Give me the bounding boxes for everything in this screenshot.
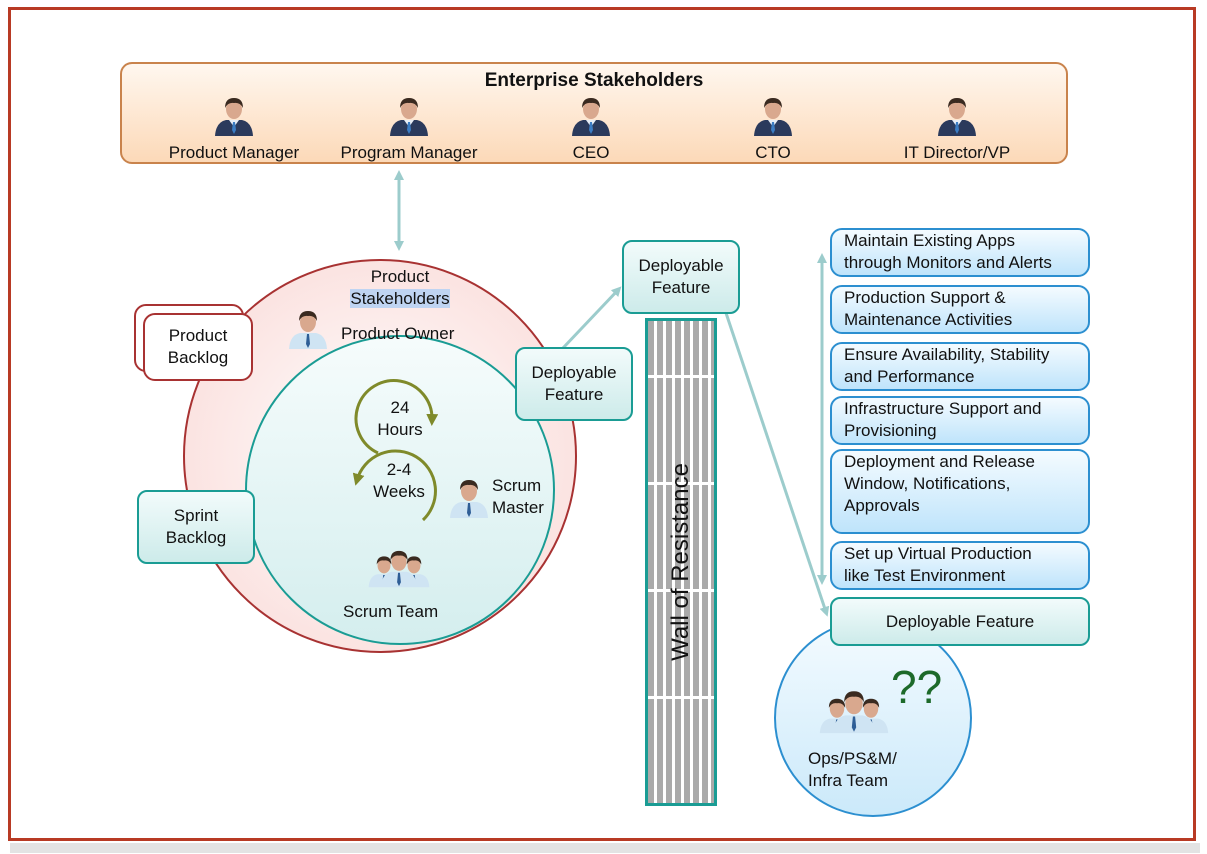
- deployable-feature-ops-label: Deployable Feature: [885, 611, 1035, 631]
- product-backlog-line1: Product: [168, 326, 228, 345]
- scrum-master-label: Scrum Master: [492, 475, 544, 519]
- deployable-feature-ops: Deployable Feature: [830, 597, 1090, 646]
- enterprise-title: Enterprise Stakeholders: [484, 70, 704, 91]
- ops-activity-line: Provisioning: [844, 421, 937, 440]
- stakeholder-label: CTO: [755, 143, 791, 162]
- sprint-cycle-line1: 2-4: [386, 460, 412, 479]
- stakeholder-ceo: CEO: [506, 96, 676, 163]
- product-stakeholders-label: Product Stakeholders: [330, 266, 470, 310]
- ops-team-line2: Infra Team: [808, 771, 889, 790]
- deployable-feature-top-line2: Feature: [651, 278, 711, 297]
- product-stakeholders-line2: Stakeholders: [350, 289, 450, 308]
- daily-cycle-line2: Hours: [377, 420, 423, 439]
- stakeholder-it-director: IT Director/VP: [872, 96, 1042, 163]
- wall-of-resistance: Wall of Resistance: [645, 318, 717, 806]
- ops-activity-line: through Monitors and Alerts: [844, 253, 1052, 272]
- deployable-feature-top-line1: Deployable: [638, 256, 724, 275]
- ops-activity-line: Ensure Availability, Stability: [844, 345, 1050, 364]
- ops-activity-line: Approvals: [844, 496, 920, 515]
- ops-activity-line: Maintenance Activities: [844, 310, 1013, 329]
- ops-activity-line: Set up Virtual Production: [844, 544, 1032, 563]
- scrum-team-label: Scrum Team: [343, 602, 439, 621]
- ops-activity-line: Window, Notifications,: [844, 474, 1011, 493]
- ops-activity-production-support: Production Support & Maintenance Activit…: [830, 285, 1090, 334]
- businessman-icon: [570, 96, 612, 136]
- sprint-backlog-card: Sprint Backlog: [137, 490, 255, 564]
- stakeholder-program-manager: Program Manager: [324, 96, 494, 163]
- stakeholder-label: Program Manager: [340, 143, 478, 162]
- product-owner-label: Product Owner: [341, 324, 455, 343]
- product-owner-icon: [287, 309, 329, 349]
- daily-cycle-line1: 24: [390, 398, 410, 417]
- stakeholder-label: CEO: [572, 143, 610, 162]
- scrum-master-line1: Scrum: [492, 476, 542, 495]
- scrum-master-icon: [448, 478, 490, 518]
- ops-activity-line: Infrastructure Support and: [844, 399, 1042, 418]
- stakeholder-cto: CTO: [688, 96, 858, 163]
- product-stakeholders-line1: Product: [370, 267, 430, 286]
- product-backlog-card: Product Backlog: [143, 313, 253, 381]
- ops-activity-line: and Performance: [844, 367, 975, 386]
- ops-activity-availability: Ensure Availability, Stability and Perfo…: [830, 342, 1090, 391]
- stakeholder-label: IT Director/VP: [903, 143, 1011, 162]
- sprint-backlog-line1: Sprint: [173, 506, 219, 525]
- ops-activity-monitoring: Maintain Existing Apps through Monitors …: [830, 228, 1090, 277]
- ops-team-line1: Ops/PS&M/: [808, 749, 897, 768]
- ops-activity-line: Deployment and Release: [844, 452, 1035, 471]
- ops-activity-line: like Test Environment: [844, 566, 1006, 585]
- deployable-feature-inner-line2: Feature: [544, 385, 604, 404]
- businessman-icon: [936, 96, 978, 136]
- wall-label: Wall of Resistance: [667, 463, 694, 661]
- stakeholder-label: Product Manager: [168, 143, 300, 162]
- deployable-feature-inner-line1: Deployable: [531, 363, 617, 382]
- stakeholder-product-manager: Product Manager: [149, 96, 319, 163]
- frame-shadow: [10, 843, 1200, 853]
- businessman-icon: [752, 96, 794, 136]
- ops-activity-test-environment: Set up Virtual Production like Test Envi…: [830, 541, 1090, 590]
- ops-activity-line: Production Support &: [844, 288, 1006, 307]
- product-backlog-line2: Backlog: [167, 348, 229, 367]
- scrum-team-icon: [367, 548, 431, 590]
- businessman-icon: [213, 96, 255, 136]
- sprint-cycle-line2: Weeks: [373, 482, 425, 501]
- sprint-backlog-line2: Backlog: [165, 528, 227, 547]
- ops-team-label: Ops/PS&M/ Infra Team: [808, 748, 897, 792]
- daily-cycle-label: 24 Hours: [370, 397, 430, 441]
- scrum-master-line2: Master: [492, 498, 544, 517]
- deployable-feature-top: Deployable Feature: [622, 240, 740, 314]
- ops-activity-deployment-release: Deployment and Release Window, Notificat…: [830, 449, 1090, 534]
- ops-activity-line: Maintain Existing Apps: [844, 231, 1016, 250]
- businessman-icon: [388, 96, 430, 136]
- ops-activity-infrastructure: Infrastructure Support and Provisioning: [830, 396, 1090, 445]
- sprint-cycle-label: 2-4 Weeks: [366, 459, 432, 503]
- ops-team-icon: [818, 688, 890, 736]
- enterprise-stakeholders-panel: Enterprise Stakeholders Product Manager …: [120, 62, 1068, 164]
- deployable-feature-inner: Deployable Feature: [515, 347, 633, 421]
- question-marks: ??: [891, 661, 943, 713]
